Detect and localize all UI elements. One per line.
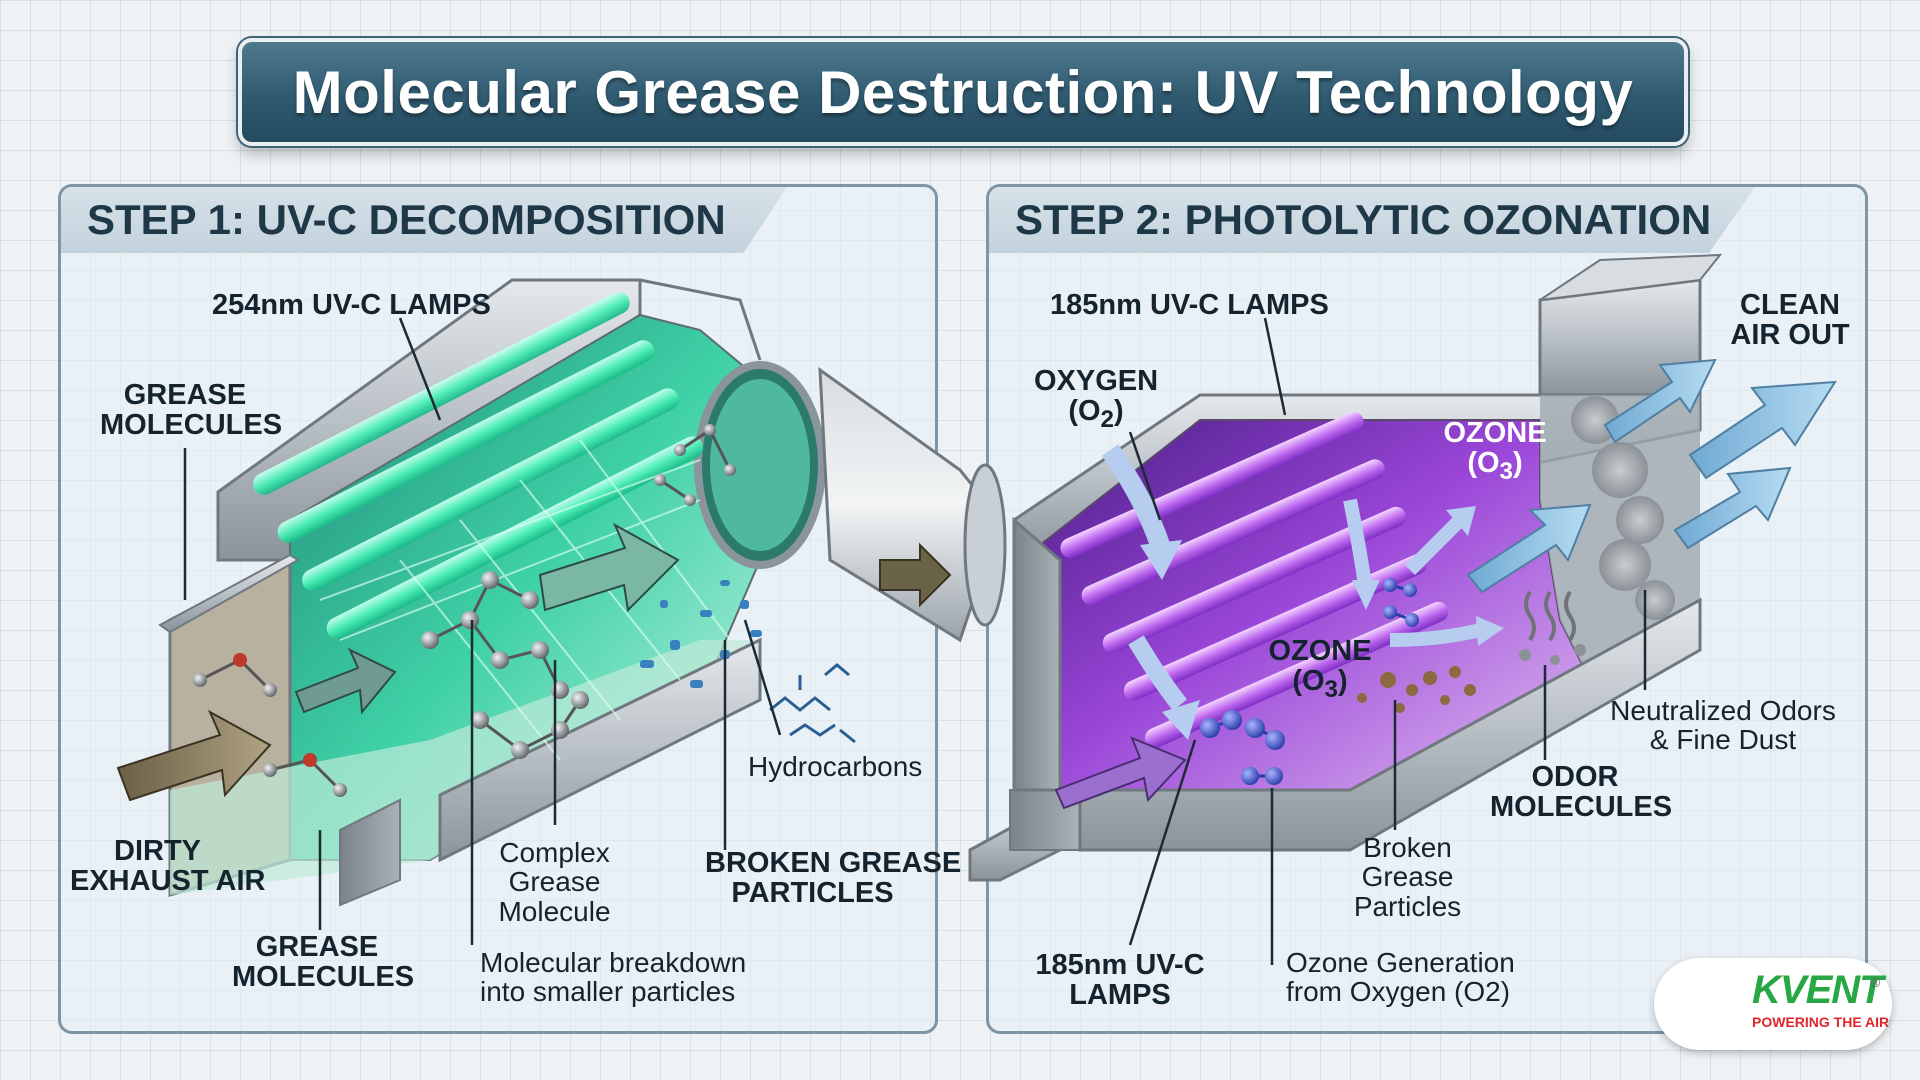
step2-heading-tab: STEP 2: PHOTOLYTIC OZONATION	[989, 187, 1755, 253]
label-ozone-gen-line2: from Oxygen (O2)	[1286, 976, 1511, 1008]
label-ozone-top: OZONE (O3)	[1435, 418, 1555, 485]
ozone-mid-formula-open: (O	[1292, 665, 1325, 698]
label-clean-air-out: CLEAN AIR OUT	[1730, 290, 1850, 351]
ozone-molecules	[1200, 578, 1419, 785]
label-dirty-exhaust-air-line1: DIRTY	[114, 835, 201, 867]
label-complex-line3: Molecule	[498, 895, 611, 927]
neutralized-odor-smoke	[1571, 396, 1675, 620]
broken-grease-particles	[640, 580, 762, 688]
oxygen-formula-close: )	[1113, 395, 1124, 428]
label-broken-line1: BROKEN GREASE	[705, 847, 962, 879]
label-185nm-lamps-top: 185nm UV-C LAMPS	[1050, 289, 1329, 321]
logo-registered-mark: ®	[1870, 974, 1881, 990]
ozone-top-formula-close: )	[1512, 447, 1523, 480]
uv-c-lamps-254nm	[253, 292, 731, 761]
label-ozone-mid: OZONE (O3)	[1260, 636, 1380, 703]
label-neutralized-odors: Neutralized Odors & Fine Dust	[1608, 696, 1838, 755]
ozone-top-formula-open: (O	[1467, 447, 1500, 480]
label-ozone-mid-line1: OZONE	[1268, 635, 1372, 667]
label-odor-line2: MOLECULES	[1490, 791, 1673, 824]
logo-tagline: POWERING THE AIR	[1752, 1014, 1890, 1030]
label-odor-molecules: ODOR MOLECULES	[1490, 761, 1673, 824]
label-complex-line2: Grease	[508, 866, 601, 898]
label-ozone-mid-formula: (O3)	[1260, 666, 1380, 702]
hydrocarbons	[769, 663, 856, 744]
step2-heading: STEP 2: PHOTOLYTIC OZONATION	[1015, 196, 1712, 243]
duct-connector	[818, 366, 1007, 643]
step1-chamber	[116, 278, 856, 907]
label-neutralized-line2: & Fine Dust	[1649, 724, 1797, 756]
step1-heading-tab: STEP 1: UV-C DECOMPOSITION	[61, 187, 787, 253]
label-oxygen-line1: OXYGEN	[1033, 365, 1159, 397]
label-grease-molecules-top-line2: MOLECULES	[100, 409, 283, 442]
label-broken-line2: PARTICLES	[731, 877, 894, 910]
label-breakdown-line2: into smaller particles	[480, 976, 736, 1008]
label-dirty-exhaust-air-line2: EXHAUST AIR	[70, 865, 266, 898]
leader-lines	[183, 317, 1647, 965]
step1-heading: STEP 1: UV-C DECOMPOSITION	[87, 196, 726, 243]
oxygen-formula-sub: 2	[1100, 406, 1114, 434]
label-complex-line1: Complex	[499, 837, 610, 868]
label-oxygen: OXYGEN (O2)	[1032, 366, 1160, 433]
flow-arrows-step1	[116, 522, 680, 802]
label-lamps-bottom-line2: LAMPS	[1069, 979, 1171, 1012]
label-neutralized-line1: Neutralized Odors	[1610, 695, 1836, 726]
ozone-top-formula-sub: 3	[1499, 458, 1513, 486]
odor-molecules	[1519, 590, 1586, 665]
kvent-logo-badge	[1654, 958, 1892, 1050]
label-ozone-gen-line1: Ozone Generation	[1286, 947, 1515, 978]
label-ozone-top-formula: (O3)	[1435, 448, 1555, 484]
broken-grease-particles-step2	[1357, 666, 1476, 713]
page-title: Molecular Grease Destruction: UV Technol…	[292, 58, 1634, 126]
label-grease-molecules-bottom-line2: MOLECULES	[232, 961, 415, 994]
ozone-mid-formula-sub: 3	[1324, 676, 1338, 704]
label-hydrocarbons: Hydrocarbons	[748, 751, 923, 782]
label-lamps-bottom-line1: 185nm UV-C	[1035, 949, 1205, 981]
label-step2-broken-line3: Particles	[1353, 890, 1462, 922]
label-185nm-lamps-bottom: 185nm UV-C LAMPS	[1030, 950, 1210, 1011]
label-odor-line1: ODOR	[1531, 761, 1619, 793]
label-molecular-breakdown: Molecular breakdown into smaller particl…	[480, 948, 746, 1007]
label-broken-grease-particles-step2: Broken Grease Particles	[1340, 832, 1475, 922]
flow-arrows-step2	[1054, 358, 1837, 810]
ozone-mid-formula-close: )	[1337, 665, 1348, 698]
label-ozone-generation: Ozone Generation from Oxygen (O2)	[1286, 948, 1515, 1007]
label-dirty-exhaust-air: DIRTY EXHAUST AIR	[70, 835, 266, 898]
label-clean-line1: CLEAN	[1740, 289, 1840, 321]
label-clean-line2: AIR OUT	[1730, 319, 1850, 352]
label-254nm-lamps: 254nm UV-C LAMPS	[212, 289, 491, 321]
label-grease-molecules-bottom: GREASE MOLECULES	[232, 931, 415, 994]
label-grease-molecules-top: GREASE MOLECULES	[100, 379, 283, 442]
label-breakdown-line1: Molecular breakdown	[480, 947, 747, 978]
logo-name: KVENT	[1752, 968, 1884, 1012]
label-ozone-top-line1: OZONE	[1443, 417, 1547, 449]
label-grease-molecules-top-line1: GREASE	[123, 379, 247, 411]
title-banner: Molecular Grease Destruction: UV Technol…	[238, 38, 1688, 146]
label-grease-molecules-bottom-line1: GREASE	[255, 931, 379, 963]
label-oxygen-formula: (O2)	[1032, 396, 1160, 432]
label-step2-broken-line2: Grease	[1361, 861, 1454, 893]
oxygen-formula-open: (O	[1068, 395, 1101, 428]
label-broken-grease-particles: BROKEN GREASE PARTICLES	[705, 847, 962, 910]
step2-chamber	[968, 253, 1837, 882]
label-step2-broken-line1: Broken	[1363, 832, 1452, 863]
label-complex-grease-molecule: Complex Grease Molecule	[482, 837, 627, 927]
